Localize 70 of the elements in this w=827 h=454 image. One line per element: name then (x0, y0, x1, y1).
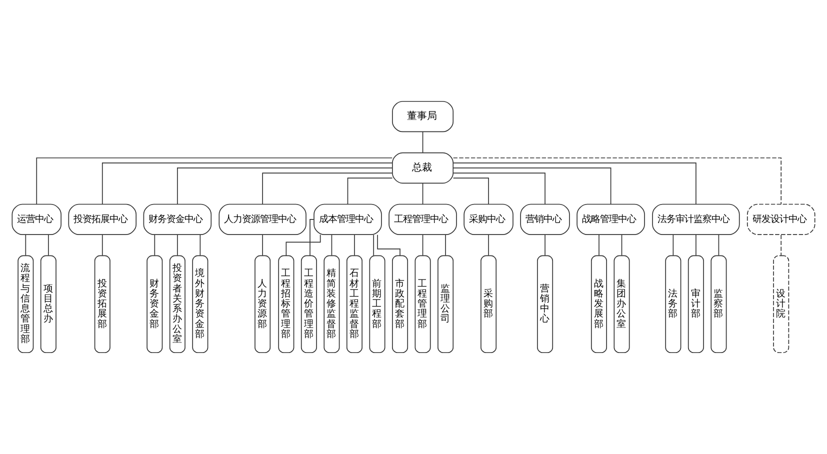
node-box: 财务资金部 (146, 255, 163, 354)
connector (452, 178, 489, 204)
connector (422, 234, 424, 256)
connector (718, 234, 720, 256)
node-box: 采购中心 (464, 204, 514, 236)
connector (262, 234, 263, 256)
connector (331, 234, 332, 256)
connector (286, 234, 321, 256)
connector (154, 234, 156, 256)
node-box: 财务资金中心 (143, 204, 212, 236)
connector (452, 172, 546, 205)
connector (377, 234, 400, 256)
node-box: 法务部 (665, 255, 682, 354)
node-box: 研发设计中心 (746, 204, 816, 236)
node-box: 前期工程部 (369, 255, 386, 354)
node-box: 法务审计监察中心 (652, 204, 740, 236)
connector (200, 234, 201, 256)
node-box: 人力资源部 (254, 255, 271, 354)
connector (544, 234, 546, 256)
connector (177, 234, 178, 256)
node-box: 工程造价管理部 (300, 255, 317, 354)
connector (488, 234, 489, 256)
node-box: 监理公司 (438, 255, 454, 354)
connector (36, 157, 393, 205)
node-box: 成本管理中心 (314, 204, 382, 236)
connector (310, 218, 314, 256)
node-box: 运营中心 (12, 204, 62, 236)
node-box: 监察部 (710, 255, 727, 354)
connector (422, 132, 424, 153)
connector (177, 168, 393, 204)
node-box: 战略发展部 (590, 255, 607, 354)
connector (102, 234, 103, 256)
connector (347, 178, 393, 204)
node-box: 工程管理部 (414, 255, 431, 354)
connector (48, 234, 49, 256)
connector (262, 172, 393, 205)
node-box: 设计院 (773, 255, 790, 354)
connector (598, 234, 600, 256)
node-box: 工程招标管理部 (278, 255, 294, 354)
node-box: 集团办公室 (614, 255, 630, 354)
node-box: 采购部 (480, 255, 497, 354)
connector (102, 162, 393, 204)
node-box: 战略管理中心 (576, 204, 645, 236)
node-box: 投资拓展部 (94, 255, 110, 354)
connector (672, 234, 674, 256)
node-box: 市政配套部 (392, 255, 408, 354)
node-box: 审计部 (688, 255, 704, 354)
node-box: 营销中心 (520, 204, 570, 236)
node-box: 项目总办 (40, 255, 56, 354)
node-box: 投资拓展中心 (68, 204, 137, 236)
node-box: 石材工程监督部 (346, 255, 362, 354)
connector (373, 234, 374, 256)
node-box: 人力资源管理中心 (218, 204, 306, 236)
connector (780, 234, 782, 256)
node-box: 精简装修监督部 (324, 255, 340, 354)
connector (621, 234, 622, 256)
node-box: 董事局 (392, 100, 454, 132)
node-box: 流程与信息管理部 (18, 255, 34, 354)
connector (452, 162, 696, 204)
connector (452, 168, 612, 204)
connector (25, 234, 26, 256)
connector (452, 157, 782, 205)
node-box: 境外财务资金部 (192, 255, 208, 354)
node-box: 营销中心 (537, 255, 554, 354)
connector (445, 234, 446, 256)
node-box: 总裁 (392, 152, 454, 184)
node-box: 投资者关系办公室 (169, 255, 186, 354)
node-box: 工程管理中心 (388, 204, 457, 236)
connector (354, 234, 355, 256)
connector (422, 182, 424, 204)
